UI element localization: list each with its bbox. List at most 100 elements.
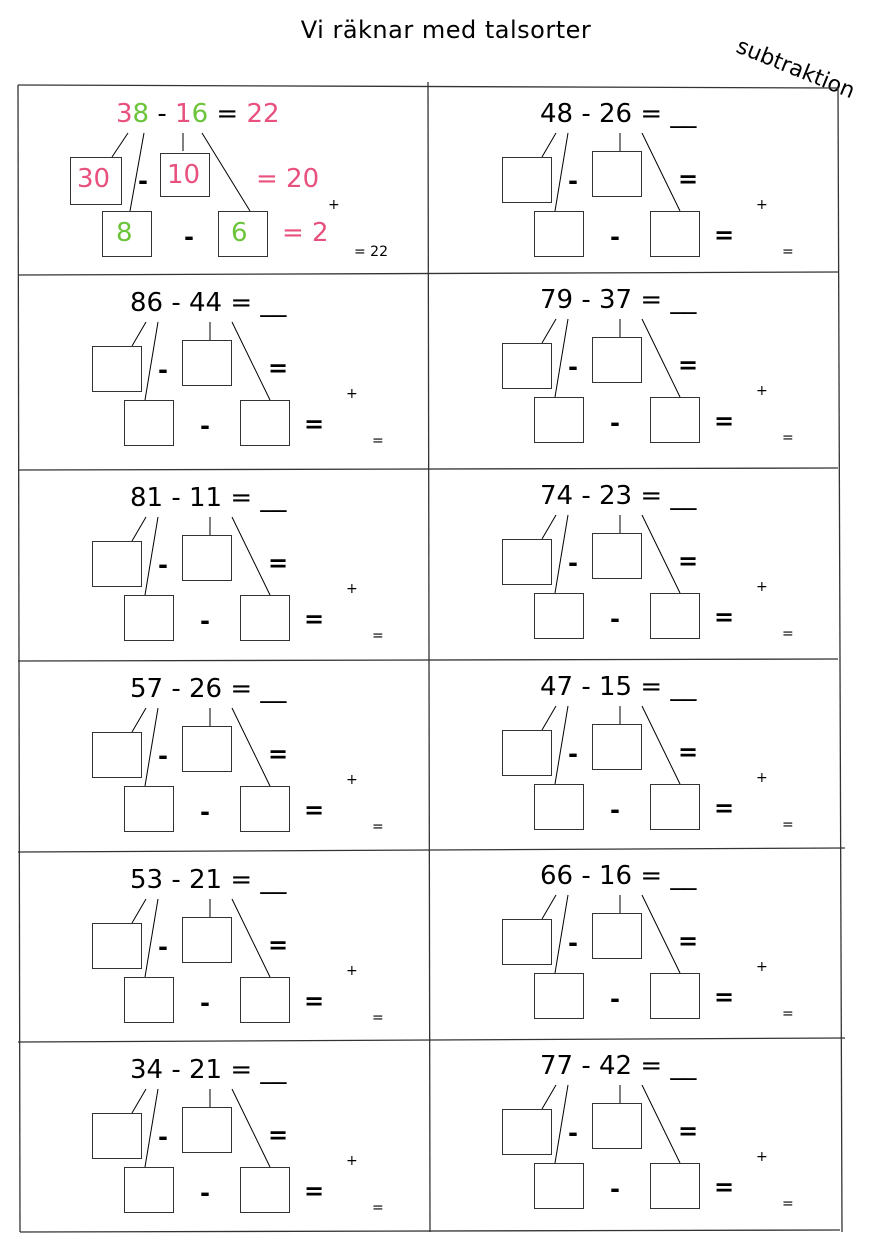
problem-equation: 77 - 42 = __ [540, 1051, 697, 1081]
problem-cell-7: 47 - 15 = __ - = - = + = [430, 660, 840, 850]
plus-sign: + [756, 1149, 768, 1165]
equals-sign: = [678, 1117, 699, 1145]
tens-box-a[interactable] [502, 730, 552, 776]
minus-sign: - [610, 796, 620, 824]
ones-box-b[interactable] [650, 211, 700, 257]
tens-result: = 20 [256, 164, 320, 194]
tens-box-a[interactable] [92, 732, 142, 778]
tens-box-b[interactable] [182, 340, 232, 386]
minus-sign: - [138, 167, 148, 195]
equals-sign: = [304, 1177, 325, 1205]
equals-sign: = [714, 603, 735, 631]
tens-box-a[interactable] [502, 1109, 552, 1155]
ones-box-b[interactable] [650, 973, 700, 1019]
problem-equation: 53 - 21 = __ [130, 865, 287, 895]
tens-box-b[interactable] [592, 1103, 642, 1149]
plus-sign: + [328, 197, 340, 213]
page-title: Vi räknar med talsorter [300, 16, 592, 44]
equals-sign: = [714, 794, 735, 822]
tens-box-a[interactable] [92, 1113, 142, 1159]
total-equals-sign: = [782, 817, 794, 833]
tens-box-a[interactable] [92, 346, 142, 392]
example-equation: 38 - 16 = 22 [116, 99, 280, 129]
tens-box-a[interactable] [92, 923, 142, 969]
ones-box-b[interactable] [240, 1167, 290, 1213]
ones-box-a[interactable] [124, 595, 174, 641]
tens-box-b[interactable] [182, 726, 232, 772]
tens-box-b[interactable] [592, 337, 642, 383]
equals-sign: = [714, 407, 735, 435]
tens-box-a[interactable] [92, 541, 142, 587]
ones-box-a[interactable] [124, 1167, 174, 1213]
total-equals-sign: = [782, 244, 794, 260]
tens-box-a[interactable] [502, 539, 552, 585]
example-cell: 38 - 16 = 22 30 - 10 = 20 8 - 6 = 2 + = … [20, 87, 430, 277]
ones-box-b[interactable] [650, 1163, 700, 1209]
total-equals-sign: = [782, 1196, 794, 1212]
ones-box-b[interactable] [240, 400, 290, 446]
tens-box-a[interactable] [502, 157, 552, 203]
total-equals-sign: = [372, 1010, 384, 1026]
ones-box-a[interactable] [534, 593, 584, 639]
tens-value-a: 30 [77, 164, 111, 194]
ones-box-a[interactable] [534, 397, 584, 443]
minus-sign: - [200, 989, 210, 1017]
tens-box-b[interactable] [592, 913, 642, 959]
ones-box-a[interactable] [534, 973, 584, 1019]
tens-box-b[interactable] [592, 151, 642, 197]
ones-box-a[interactable] [124, 977, 174, 1023]
ones-box-a[interactable] [124, 400, 174, 446]
tens-box-a[interactable] [502, 343, 552, 389]
tens-box-a[interactable] [502, 919, 552, 965]
ones-value-a: 8 [116, 218, 133, 248]
ones-box-a[interactable] [124, 786, 174, 832]
minus-sign: - [610, 223, 620, 251]
ones-result: = 2 [282, 218, 329, 248]
ones-box-b[interactable] [650, 397, 700, 443]
minus-sign: - [568, 740, 578, 768]
tens-value-b: 10 [167, 160, 201, 190]
problem-cell-6: 57 - 26 = __ - = - = + = [20, 662, 430, 852]
tens-box-b[interactable] [592, 533, 642, 579]
problem-equation: 34 - 21 = __ [130, 1055, 287, 1085]
equals-sign: = [714, 1173, 735, 1201]
equals-sign: = [268, 931, 289, 959]
ones-box-a[interactable] [534, 1163, 584, 1209]
total-equals-sign: = [782, 1006, 794, 1022]
ones-box-b[interactable] [650, 593, 700, 639]
ones-box-b[interactable] [240, 977, 290, 1023]
minus-sign: - [568, 549, 578, 577]
problem-cell-10: 34 - 21 = __ - = - = + = [20, 1043, 430, 1233]
tens-box-b[interactable] [182, 917, 232, 963]
ones-box-b[interactable] [240, 786, 290, 832]
minus-sign: - [568, 929, 578, 957]
total-equals-sign: = [372, 628, 384, 644]
equals-sign: = [678, 351, 699, 379]
problem-equation: 66 - 16 = __ [540, 861, 697, 891]
plus-sign: + [756, 579, 768, 595]
tens-box-a [70, 157, 122, 205]
problem-cell-11: 77 - 42 = __ - = - = + = [430, 1039, 840, 1229]
minus-sign: - [158, 1123, 168, 1151]
equals-sign: = [678, 547, 699, 575]
ones-box-b[interactable] [240, 595, 290, 641]
problem-cell-4: 81 - 11 = __ - = - = + = [20, 471, 430, 661]
tens-box-b[interactable] [592, 724, 642, 770]
problem-equation: 47 - 15 = __ [540, 672, 697, 702]
tens-box-b[interactable] [182, 535, 232, 581]
plus-sign: + [756, 383, 768, 399]
equals-sign: = [678, 927, 699, 955]
problem-equation: 86 - 44 = __ [130, 288, 287, 318]
total-equals-sign: = [372, 1200, 384, 1216]
plus-sign: + [346, 581, 358, 597]
ones-box-a[interactable] [534, 211, 584, 257]
tens-box-b[interactable] [182, 1107, 232, 1153]
ones-box-a[interactable] [534, 784, 584, 830]
minus-sign: - [568, 1119, 578, 1147]
ones-box-b[interactable] [650, 784, 700, 830]
equals-sign: = [268, 549, 289, 577]
equals-sign: = [304, 987, 325, 1015]
equals-sign: = [268, 1121, 289, 1149]
minus-sign: - [610, 985, 620, 1013]
problem-equation: 74 - 23 = __ [540, 481, 697, 511]
